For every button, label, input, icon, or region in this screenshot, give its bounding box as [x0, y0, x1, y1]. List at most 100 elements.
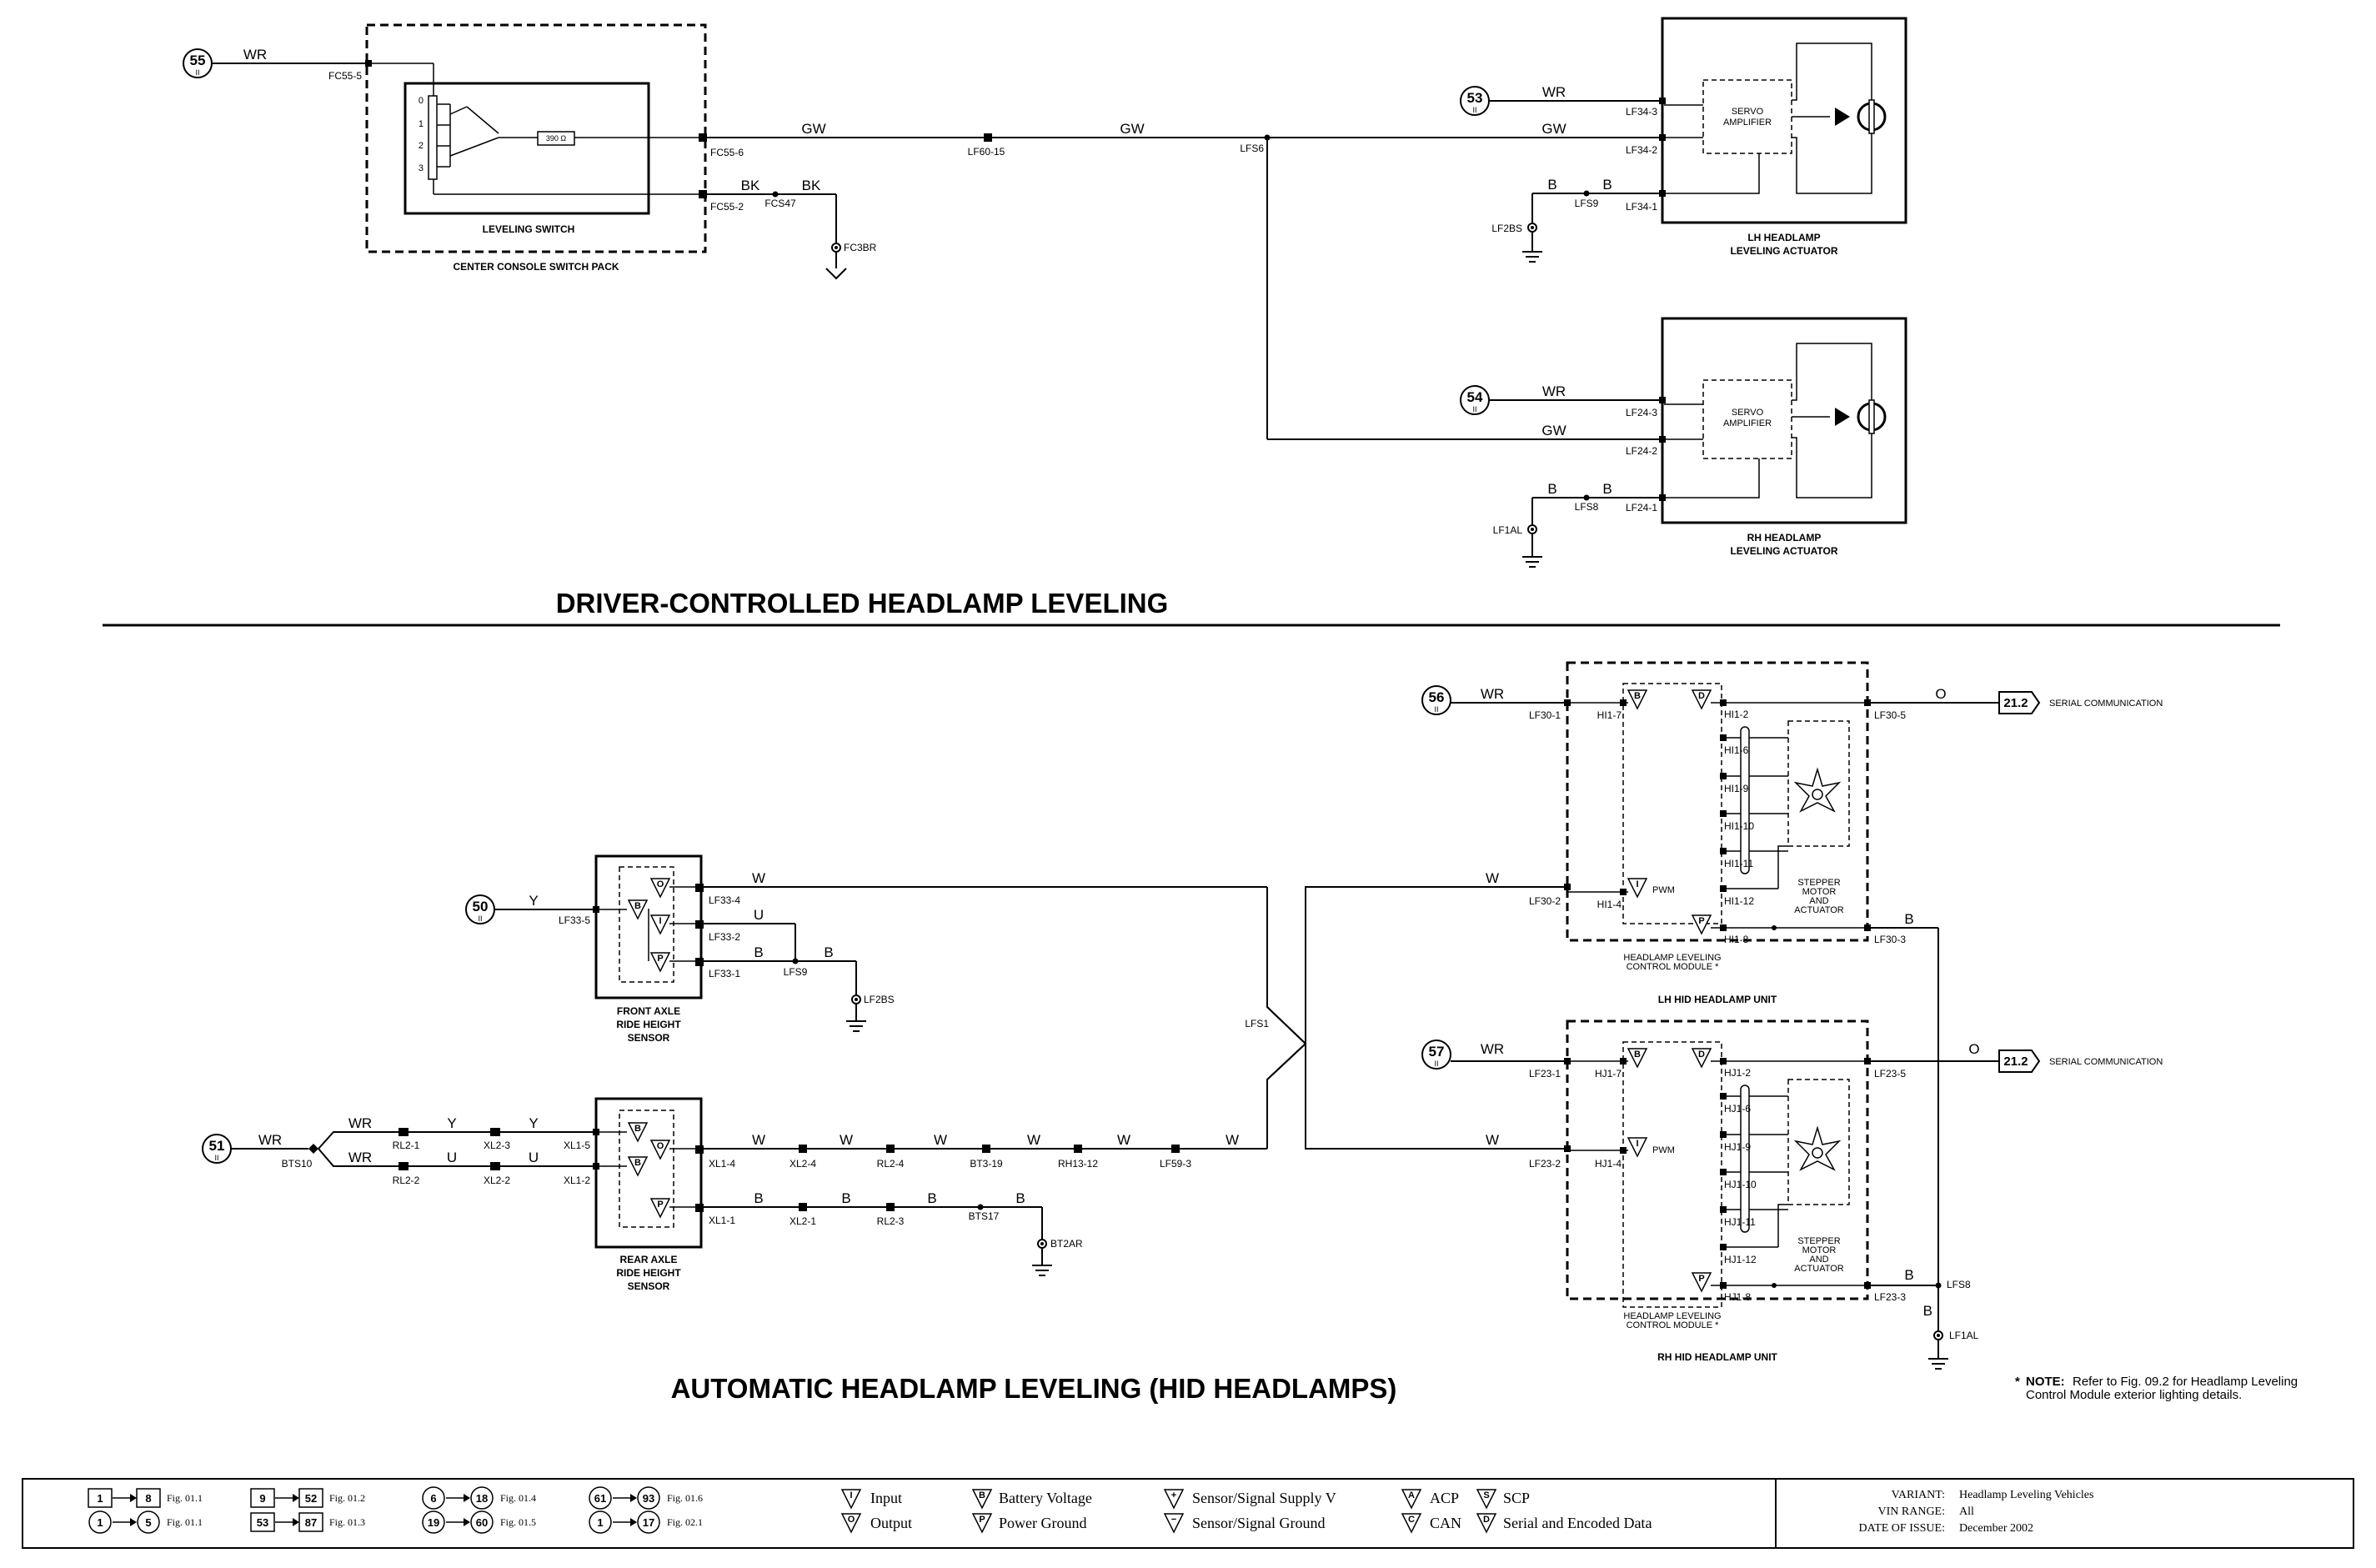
sym-output-icon: O [848, 1515, 855, 1525]
pin-rl2-4: RL2-4 [877, 1158, 905, 1170]
pin-lfs8-top: LFS8 [1575, 501, 1599, 513]
wire-b-rh-1: B [1547, 481, 1556, 497]
note-star: * [2015, 1375, 2020, 1389]
fig-ref-label: Fig. 01.2 [329, 1492, 365, 1504]
legend-input: Input [870, 1490, 902, 1506]
pin-fc3br: FC3BR [844, 242, 877, 253]
rh-actuator-label-1: RH HEADLAMP [1747, 532, 1822, 544]
ref-57-number: 57 [1429, 1044, 1445, 1060]
svg-text:B: B [1634, 691, 1641, 701]
switch-pos-0: 0 [419, 96, 424, 106]
rh-actuator-label-2: LEVELING ACTUATOR [1730, 545, 1837, 557]
pin-lf34-1: LF34-1 [1626, 201, 1657, 213]
wire-bk-1: BK [741, 178, 760, 193]
wire-b-front-1: B [754, 944, 763, 960]
fig-ref-number: 5 [145, 1516, 151, 1529]
pin-hj1-7: HJ1-7 [1595, 1068, 1622, 1080]
wire-b-rh-2: B [1602, 481, 1612, 497]
ref-50-number: 50 [473, 899, 489, 914]
lh-stepper-3: AND [1809, 896, 1828, 906]
note-text-2: Control Module exterior lighting details… [2026, 1388, 2242, 1402]
svg-text:P: P [1698, 916, 1704, 926]
svg-text:O: O [657, 1141, 664, 1151]
switch-pos-3: 3 [419, 163, 424, 173]
pin-lf59-3: LF59-3 [1160, 1158, 1191, 1170]
ref-57-sub: II [1434, 1060, 1438, 1068]
pin-lf24-3: LF24-3 [1626, 407, 1657, 418]
wire-y-rear: Y [447, 1115, 456, 1131]
pin-lf23-1: LF23-1 [1529, 1068, 1561, 1080]
wire-b-rear-3: B [927, 1190, 936, 1206]
pin-rh13-12: RH13-12 [1058, 1158, 1098, 1170]
pin-lfs8-bottom: LFS8 [1947, 1279, 1971, 1290]
legend-serial: Serial and Encoded Data [1503, 1515, 1652, 1531]
svg-text:B: B [634, 1158, 641, 1168]
wire-w-rh: W [1486, 1132, 1499, 1148]
pin-hi1-9: HI1-9 [1724, 783, 1749, 794]
sym-input-icon: I [850, 1490, 852, 1500]
wire-b-gnd: B [1923, 1303, 1932, 1319]
sym-acp-icon: A [1408, 1490, 1415, 1500]
svg-text:B: B [634, 1124, 641, 1134]
pin-lf23-3: LF23-3 [1874, 1291, 1906, 1303]
wire-gw-lh: GW [1541, 121, 1566, 137]
wire-b-rear-1: B [754, 1190, 763, 1206]
pin-lf2bs-top: LF2BS [1491, 223, 1522, 234]
pin-lf24-2: LF24-2 [1626, 445, 1657, 457]
variant-value: Headlamp Leveling Vehicles [1959, 1489, 2093, 1501]
rh-unit-label: RH HID HEADLAMP UNIT [1657, 1351, 1777, 1363]
svg-text:P: P [657, 954, 663, 964]
pin-lf24-1: LF24-1 [1626, 502, 1657, 513]
wire-gw-rh: GW [1541, 423, 1566, 438]
legend-battery: Battery Voltage [999, 1490, 1092, 1506]
pin-xl1-4: XL1-4 [709, 1158, 735, 1170]
pin-bt3-19: BT3-19 [970, 1158, 1003, 1170]
ref-51-number: 51 [209, 1138, 225, 1154]
lh-stepper-1: STEPPER [1797, 878, 1840, 888]
pin-lf30-1: LF30-1 [1529, 709, 1561, 721]
pin-xl1-5: XL1-5 [564, 1140, 590, 1151]
rh-hid-headlamp-unit: B D I P PWM [1566, 1019, 1869, 1363]
leveling-switch-box [404, 82, 650, 215]
automatic-section: 50 II Y LF33-5 B O I P FRONT AXLE RIDE H… [202, 661, 2298, 1404]
svg-text:I: I [659, 916, 661, 926]
ref-21-2-lh: 21.2 [2003, 696, 2028, 710]
pin-lf30-5: LF30-5 [1874, 709, 1906, 721]
rh-stepper-3: AND [1809, 1255, 1828, 1265]
ref-54-sub: II [1472, 405, 1476, 413]
rh-module-2: CONTROL MODULE * [1627, 1320, 1720, 1330]
svg-text:D: D [1698, 1050, 1705, 1060]
lh-stepper-2: MOTOR [1802, 887, 1837, 897]
pin-bts10: BTS10 [282, 1158, 313, 1170]
fig-ref-number: 19 [428, 1516, 439, 1529]
fig-ref-number: 93 [643, 1492, 654, 1505]
pin-hi1-6: HI1-6 [1724, 744, 1749, 756]
svg-text:B: B [634, 901, 641, 911]
rear-sensor-2: RIDE HEIGHT [616, 1267, 681, 1279]
fig-ref-label: Fig. 02.1 [667, 1516, 703, 1528]
wire-bk-2: BK [802, 178, 821, 193]
wire-w-rear-1: W [752, 1132, 765, 1148]
fig-ref-number: 1 [597, 1516, 603, 1529]
pin-hj1-4: HJ1-4 [1595, 1158, 1622, 1170]
sym-signal-ground-icon: − [1171, 1515, 1176, 1525]
fig-ref-number: 18 [476, 1492, 488, 1505]
fig-ref-number: 9 [259, 1492, 265, 1505]
wire-wr-51: WR [258, 1132, 282, 1148]
pin-xl1-2: XL1-2 [564, 1175, 590, 1186]
pin-rl2-2: RL2-2 [393, 1175, 420, 1186]
wire-y-50: Y [529, 893, 538, 909]
pin-hj1-11: HJ1-11 [1724, 1216, 1756, 1228]
fig-ref-label: Fig. 01.3 [329, 1516, 365, 1528]
wire-o-lh: O [1935, 686, 1946, 702]
center-console-box [365, 23, 707, 253]
center-console-label: CENTER CONSOLE SWITCH PACK [453, 261, 619, 273]
pin-hj1-2: HJ1-2 [1724, 1067, 1751, 1079]
serial-comm-lh: SERIAL COMMUNICATION [2049, 699, 2163, 709]
